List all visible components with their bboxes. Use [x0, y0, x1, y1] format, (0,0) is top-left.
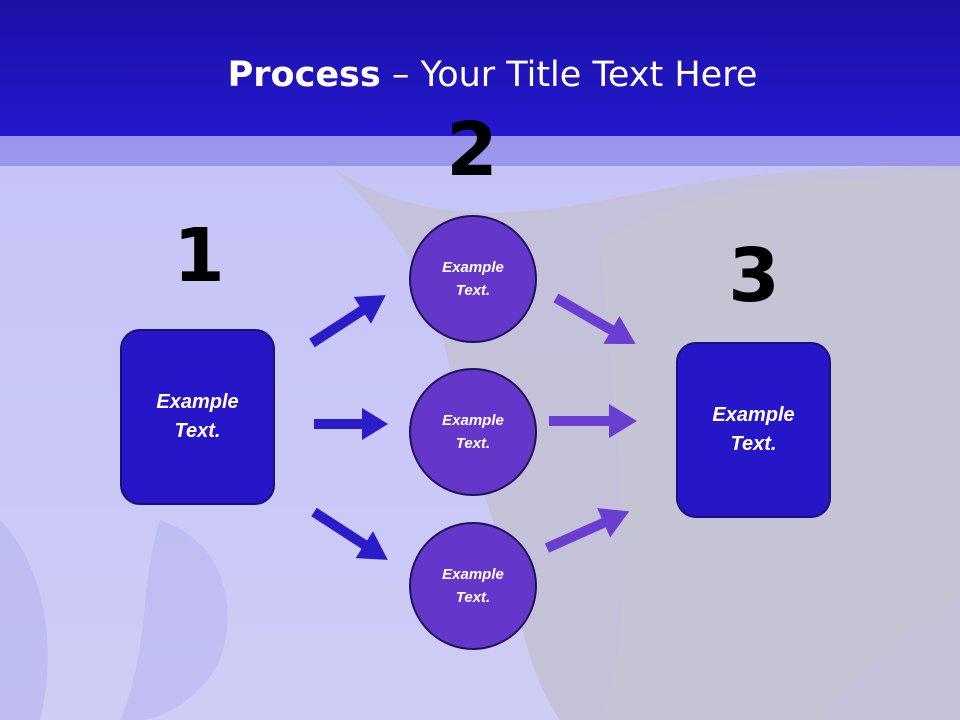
step-3-box[interactable]: Example Text.: [676, 342, 831, 518]
circle-bottom-label: Example Text.: [442, 566, 504, 606]
slide-title: Process – Your Title Text Here: [0, 52, 960, 98]
arrow-left-to-top: [309, 295, 386, 348]
circle-middle[interactable]: Example Text.: [409, 368, 537, 496]
arrow-top-to-right: [553, 293, 636, 344]
header-bar: [0, 0, 960, 136]
arrow-bottom-to-right: [544, 508, 630, 553]
title-bold: Process: [227, 55, 381, 95]
step-number-1: 1: [173, 213, 225, 299]
arrow-left-to-middle: [314, 408, 388, 440]
circle-top-label: Example Text.: [442, 259, 504, 299]
step-1-box[interactable]: Example Text.: [120, 329, 275, 505]
step-number-2: 2: [446, 107, 498, 193]
circle-top[interactable]: Example Text.: [409, 215, 537, 343]
left-arrows: [309, 295, 388, 560]
circle-bottom[interactable]: Example Text.: [409, 522, 537, 650]
step-number-3: 3: [728, 233, 780, 319]
circle-middle-label: Example Text.: [442, 412, 504, 452]
arrow-middle-to-right: [549, 404, 637, 438]
header-band: [0, 136, 960, 166]
step-3-label: Example Text.: [712, 404, 795, 455]
arrow-left-to-bottom: [311, 507, 388, 560]
title-rest: – Your Title Text Here: [380, 55, 758, 95]
step-1-label: Example Text.: [156, 391, 239, 442]
right-arrows: [544, 293, 637, 553]
